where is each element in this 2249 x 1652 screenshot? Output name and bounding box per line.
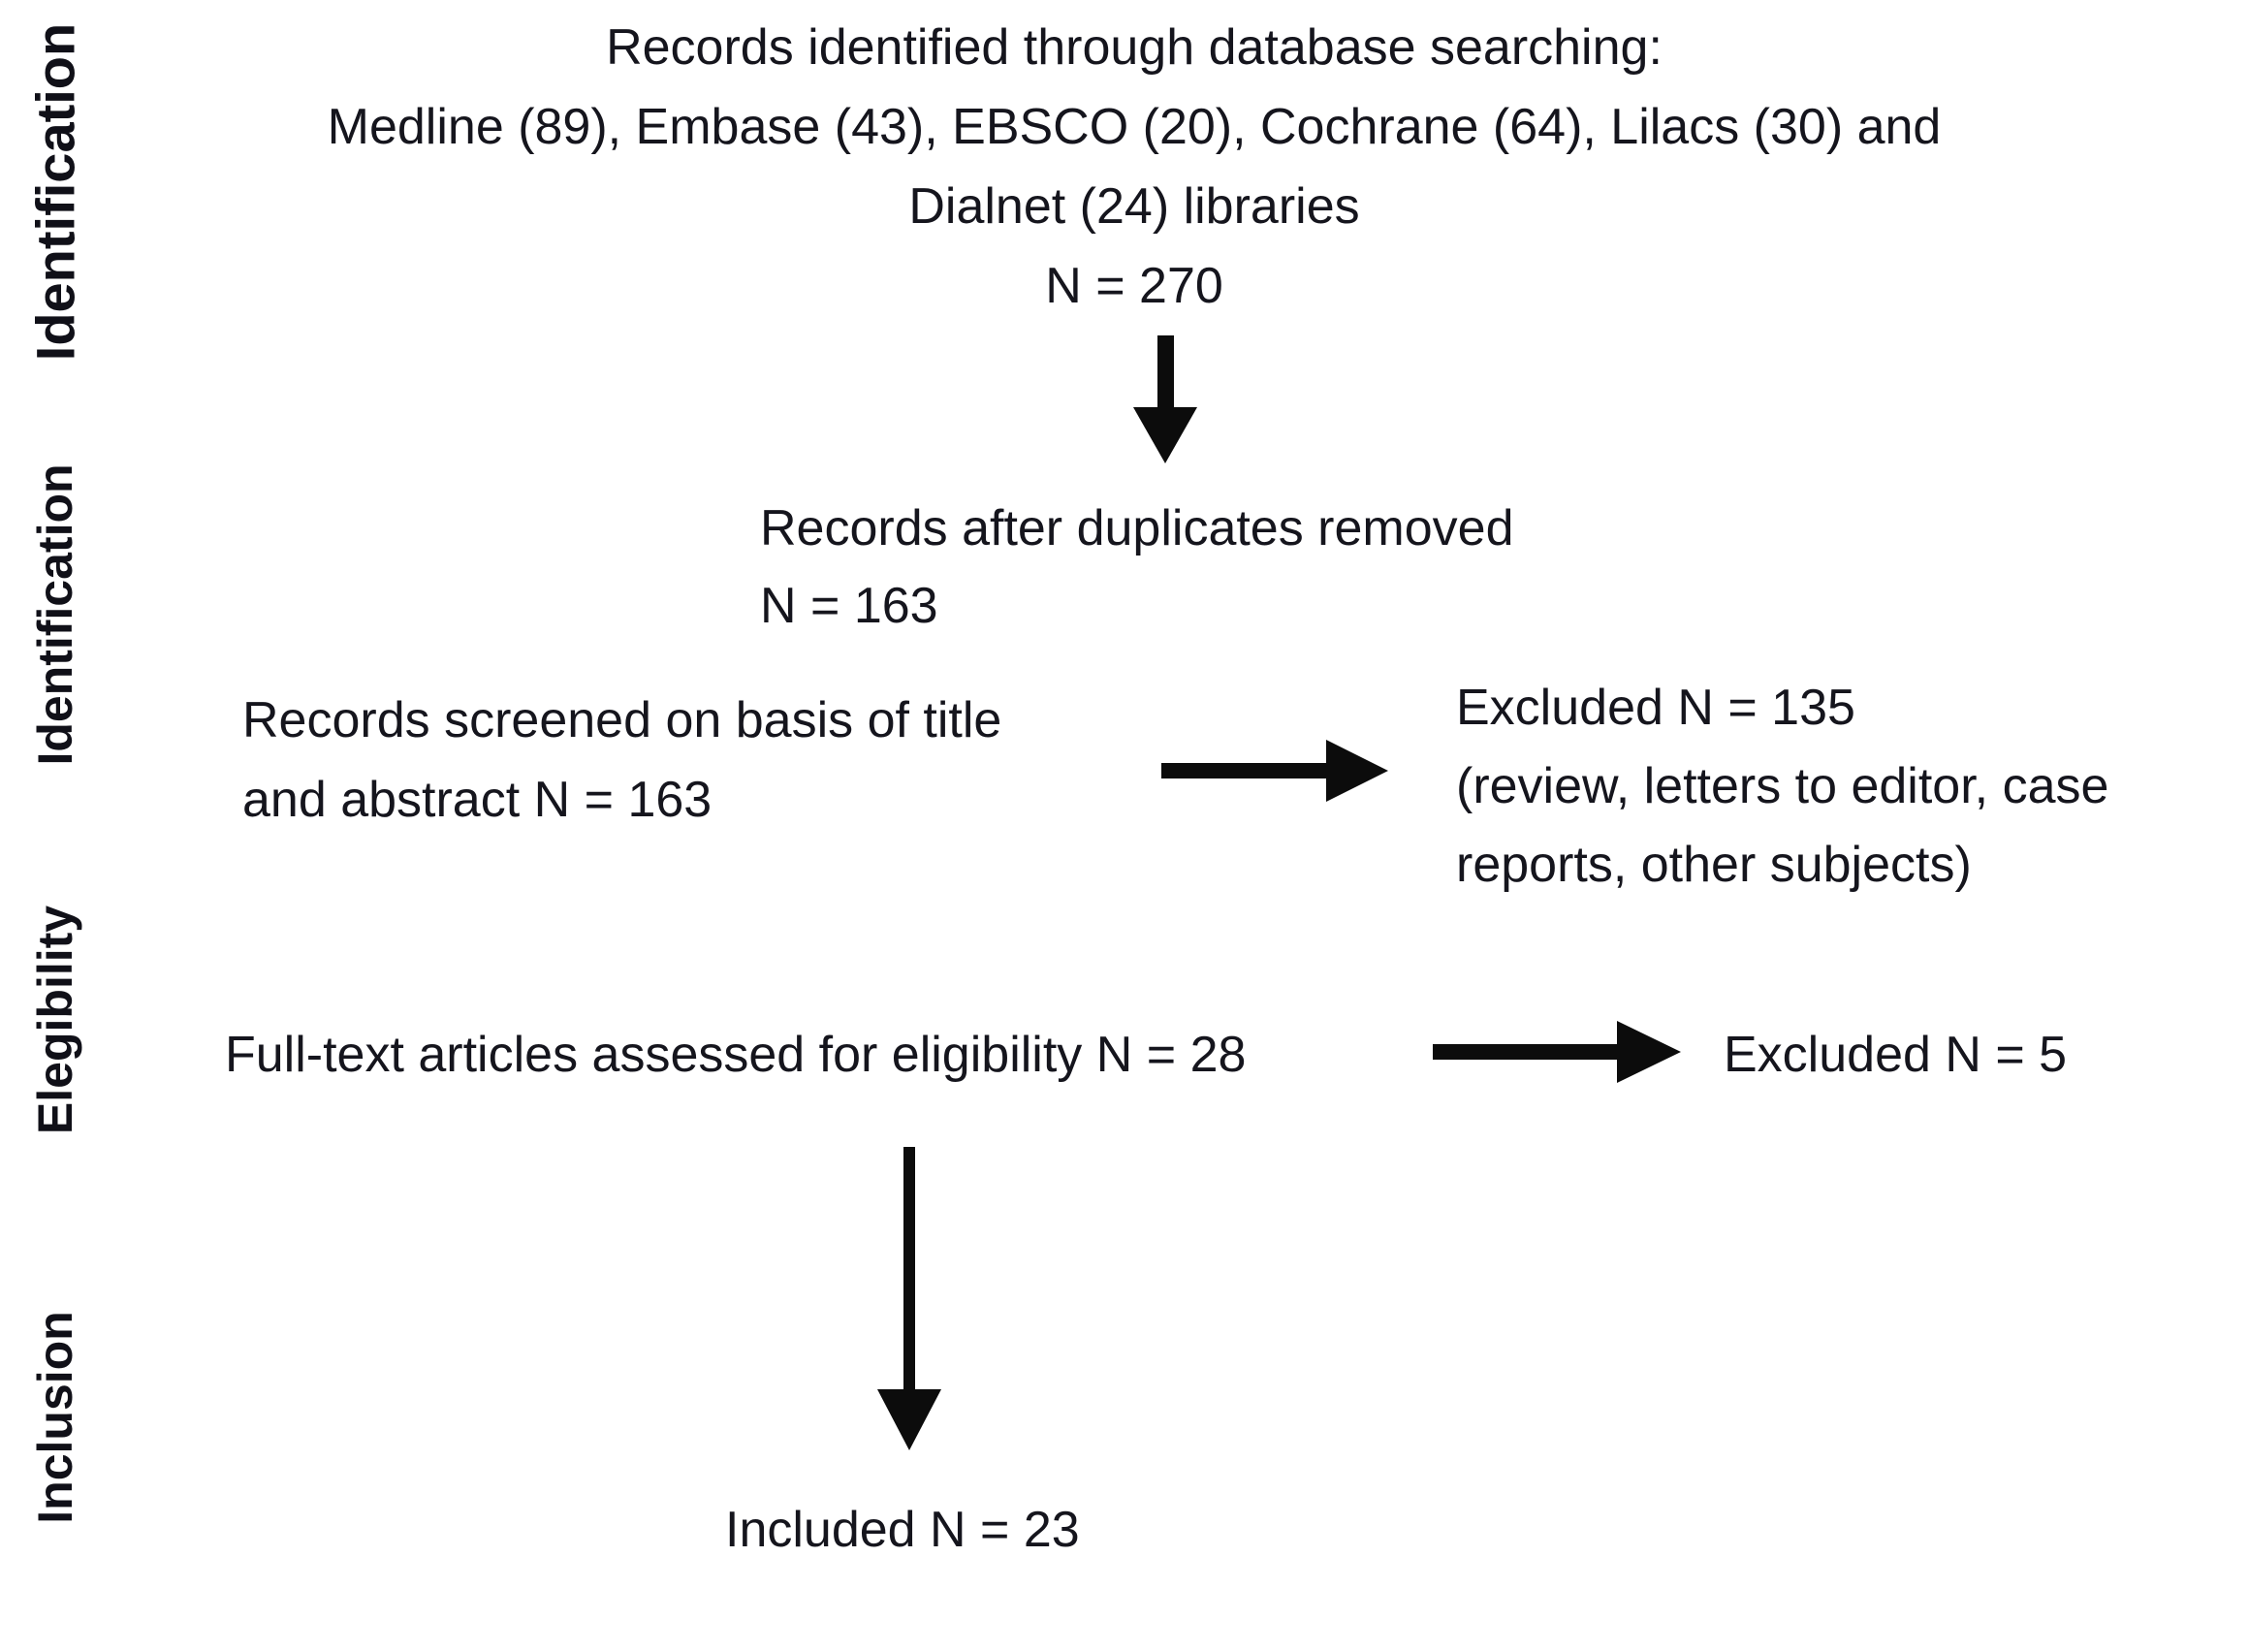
node-records-identified-line-3: Dialnet (24) libraries [908, 178, 1360, 235]
stage-label-elegibility: Elegibility [28, 905, 82, 1135]
right-arrow-icon [1433, 1011, 1683, 1093]
node-duplicates-removed-line-1: Records after duplicates removed [760, 500, 1514, 556]
node-records-screened-line-1: Records screened on basis of title [242, 692, 1002, 748]
node-included: Included N = 23 [725, 1502, 1080, 1558]
node-records-identified-line-1: Records identified through database sear… [606, 19, 1663, 76]
node-duplicates-removed: Records after duplicates removed N = 163 [760, 490, 1514, 645]
node-excluded-screening: Excluded N = 135 (review, letters to edi… [1456, 669, 2108, 905]
node-excluded-screening-count: Excluded N = 135 [1456, 680, 1855, 736]
right-arrow-icon [1161, 730, 1390, 811]
node-excluded-fulltext: Excluded N = 5 [1724, 1027, 2068, 1083]
node-records-identified: Records identified through database sear… [184, 8, 2084, 326]
stage-label-identification-1: Identification [24, 22, 86, 362]
node-records-identified-line-2: Medline (89), Embase (43), EBSCO (20), C… [327, 99, 1942, 155]
node-records-screened: Records screened on basis of title and a… [242, 681, 1001, 840]
stage-label-inclusion: Inclusion [28, 1311, 82, 1524]
stage-label-identification-2: Identification [28, 463, 82, 766]
node-records-identified-count: N = 270 [1045, 258, 1223, 314]
node-records-screened-line-2: and abstract N = 163 [242, 772, 713, 828]
down-arrow-icon [871, 1147, 947, 1452]
down-arrow-icon [1131, 335, 1199, 465]
node-excluded-screening-reason-1: (review, letters to editor, case [1456, 758, 2109, 814]
node-excluded-screening-reason-2: reports, other subjects) [1456, 837, 1972, 893]
node-fulltext-assessed: Full-text articles assessed for eligibil… [225, 1027, 1247, 1083]
node-duplicates-removed-count: N = 163 [760, 578, 938, 634]
